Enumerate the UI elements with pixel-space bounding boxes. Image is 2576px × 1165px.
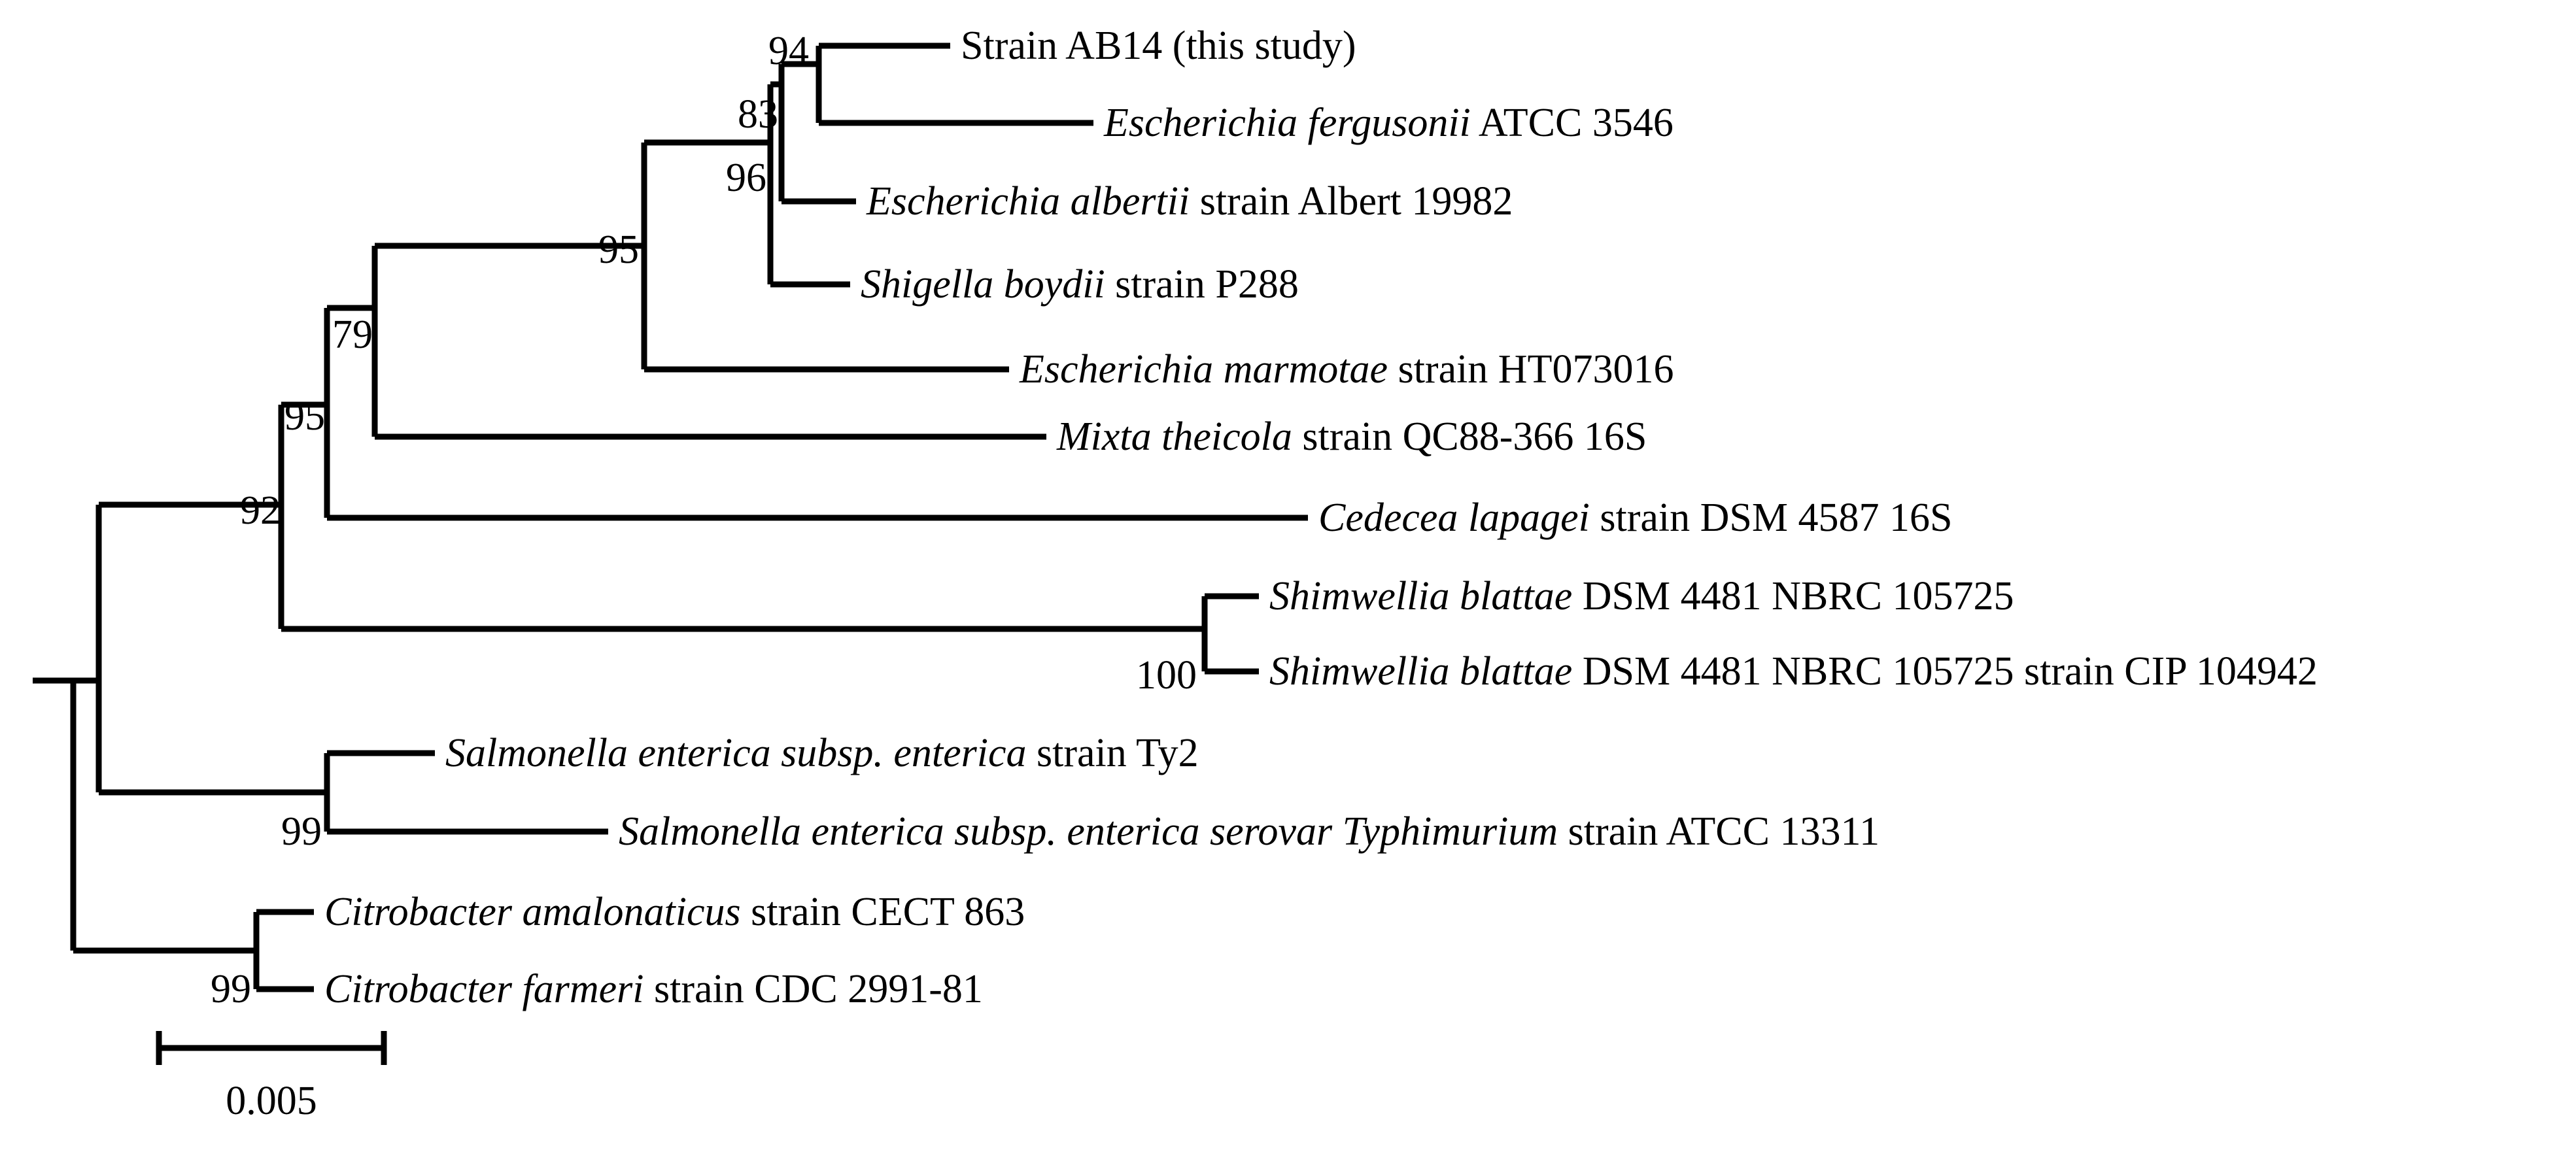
taxon-strain-designation: strain ATCC 13311: [1558, 809, 1880, 854]
taxon-strain-designation: DSM 4481 NBRC 105725 strain CIP 104942: [1572, 649, 2318, 694]
tip-shimwellia-blattae-2: Shimwellia blattae DSM 4481 NBRC 105725 …: [1269, 651, 2318, 692]
taxon-scientific-name: Mixta theicola: [1057, 414, 1292, 459]
taxon-scientific-name: Escherichia albertii: [867, 179, 1190, 224]
bootstrap-value-83-node-83: 83: [738, 92, 778, 137]
taxon-scientific-name: Escherichia marmotae: [1020, 347, 1388, 392]
tip-strain-ab14: Strain AB14 (this study): [961, 25, 1356, 66]
taxon-scientific-name: Shimwellia blattae: [1269, 649, 1573, 694]
taxon-strain-designation: strain HT073016: [1388, 347, 1674, 392]
bootstrap-value-95-node-95a: 95: [598, 228, 639, 272]
taxon-strain-designation: strain QC88-366 16S: [1292, 414, 1647, 459]
tip-citrobacter-farmeri: Citrobacter farmeri strain CDC 2991-81: [324, 969, 983, 1009]
taxon-scientific-name: Shigella boydii: [861, 262, 1105, 307]
taxon-strain-designation: strain DSM 4587 16S: [1589, 496, 1953, 540]
taxon-strain-designation: strain Ty2: [1026, 731, 1199, 775]
tip-escherichia-marmotae: Escherichia marmotae strain HT073016: [1020, 349, 1674, 390]
tip-shigella-boydii: Shigella boydii strain P288: [861, 264, 1299, 305]
tree-edges-group: [33, 42, 1308, 992]
bootstrap-value-96-node-96: 96: [726, 156, 766, 200]
bootstrap-value-79-node-79: 79: [332, 312, 373, 357]
tip-cedecea-lapagei: Cedecea lapagei strain DSM 4587 16S: [1318, 498, 1953, 538]
taxon-scientific-name: Shimwellia blattae: [1269, 574, 1573, 618]
taxon-strain-designation: strain P288: [1105, 262, 1299, 307]
taxon-strain-designation: strain CECT 863: [740, 890, 1025, 934]
scale-bar-group: [156, 1031, 387, 1065]
taxon-scientific-name: Citrobacter amalonaticus: [324, 890, 741, 934]
tip-escherichia-albertii: Escherichia albertii strain Albert 19982: [867, 181, 1513, 222]
tip-shimwellia-blattae-1: Shimwellia blattae DSM 4481 NBRC 105725: [1269, 576, 2014, 616]
taxon-strain-designation: strain CDC 2991-81: [644, 967, 983, 1011]
bootstrap-value-100-node-100: 100: [1136, 653, 1197, 698]
bootstrap-value-92-node-92: 92: [240, 488, 281, 533]
bootstrap-value-95-node-95b: 95: [284, 394, 325, 439]
tip-salmonella-ty2: Salmonella enterica subsp. enterica stra…: [445, 733, 1199, 773]
bootstrap-value-99-node-99a: 99: [281, 809, 322, 854]
scale-bar-label: 0.005: [226, 1079, 317, 1123]
taxon-scientific-name: Escherichia fergusonii: [1104, 101, 1471, 145]
tip-mixta-theicola: Mixta theicola strain QC88-366 16S: [1057, 416, 1647, 457]
taxon-strain-designation: ATCC 3546: [1470, 101, 1674, 145]
tip-escherichia-fergusonii: Escherichia fergusonii ATCC 3546: [1104, 103, 1674, 143]
bootstrap-value-94-node-94: 94: [768, 29, 809, 73]
taxon-strain-designation: Strain AB14 (this study): [961, 24, 1356, 68]
taxon-scientific-name: Cedecea lapagei: [1318, 496, 1590, 540]
taxon-scientific-name: Citrobacter farmeri: [324, 967, 644, 1011]
taxon-scientific-name: Salmonella enterica subsp. enterica: [445, 731, 1027, 775]
taxon-strain-designation: DSM 4481 NBRC 105725: [1572, 574, 2014, 618]
tip-salmonella-typhimurium: Salmonella enterica subsp. enterica sero…: [619, 811, 1880, 852]
taxon-scientific-name: Salmonella enterica subsp. enterica sero…: [619, 809, 1558, 854]
taxon-strain-designation: strain Albert 19982: [1190, 179, 1513, 224]
tip-citrobacter-amalonaticus: Citrobacter amalonaticus strain CECT 863: [324, 892, 1025, 932]
bootstrap-value-99-node-99b: 99: [211, 967, 251, 1011]
